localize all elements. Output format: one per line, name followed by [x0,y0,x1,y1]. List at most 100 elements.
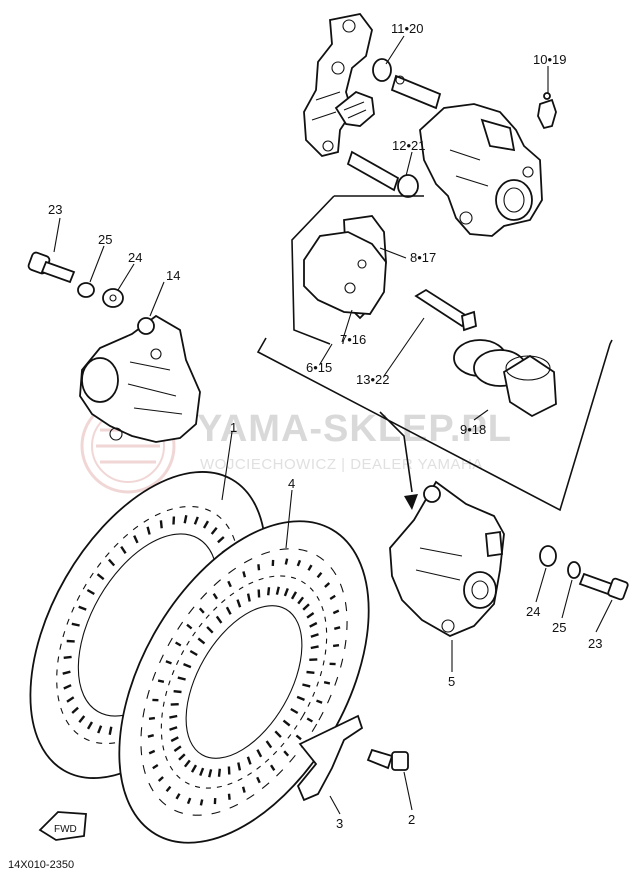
vent-slot [173,745,182,752]
guide-pin-upper [372,58,442,110]
watermark-subtitle: WOJCIECHOWICZ | DEALER YAMAHA [200,456,483,473]
vent-slot [199,799,204,806]
vent-slot [186,797,192,805]
vent-slot [133,535,139,544]
vent-slot [227,793,231,800]
label-5: 5 [448,674,455,689]
leader-lines [53,35,613,815]
right-washer-24 [539,545,557,567]
vent-slot [237,762,242,771]
vent-slot [225,606,232,615]
vent-slot [189,649,198,657]
brake-pad [303,231,387,315]
vent-slot [173,690,182,694]
vent-slot [267,587,271,596]
vent-slot [170,736,179,743]
vent-slot [169,726,178,731]
vent-slot [265,740,273,749]
pad-pin [414,288,477,332]
vent-slot [198,607,205,614]
vent-slot [152,763,159,770]
vent-slot [296,559,302,567]
vent-slot [148,749,156,755]
vent-slot [309,621,318,628]
vent-slot [159,520,163,529]
vent-slot [256,776,261,784]
vent-slot [148,716,156,720]
vent-slot [202,520,210,529]
vent-slot [246,756,252,765]
watermark-title: YAMA-SKLEP.PL [197,408,512,450]
label-3: 3 [336,816,343,831]
vent-slot [310,633,319,638]
left-caliper [79,314,201,443]
label-23-right: 23 [588,636,602,651]
vent-slot [169,714,178,719]
vent-slot [210,527,218,535]
vent-slot [186,623,193,630]
vent-slot [120,545,127,554]
vent-slot [323,681,331,685]
label-24-right: 24 [526,604,540,619]
vent-slot [290,707,299,715]
vent-slot [165,660,172,665]
vent-slot [241,786,246,793]
vent-slot [97,725,103,734]
vent-slot [246,593,251,602]
vent-slot [302,683,311,688]
reference-code: 14X010-2350 [8,859,74,871]
vent-slot [183,662,192,669]
disc-bolt [366,748,409,771]
vent-slot [215,615,223,624]
fwd-label: FWD [54,824,77,835]
vent-slot [284,558,289,565]
vent-slot [183,759,191,768]
guide-pin-lower [346,150,419,198]
vent-slot [332,609,340,615]
vent-slot [108,726,113,735]
brake-disc-right [118,520,370,844]
vent-slot [274,730,282,738]
label-14: 14 [166,268,180,283]
vent-slot [165,785,172,793]
vent-slot [333,626,341,630]
left-bolt [27,251,76,284]
left-washer-24 [102,288,124,308]
vent-slot [193,516,199,525]
vent-slot [183,515,188,524]
vent-slot [302,603,310,611]
vent-slot [306,612,315,619]
label-11-20: 11•20 [391,21,424,36]
right-washer-25 [567,561,581,579]
vent-slot [71,622,80,627]
watermark: YAMA-SKLEP.PL WOJCIECHOWICZ | DEALER YAM… [80,398,512,494]
vent-slot [178,753,186,761]
vent-slot [306,717,313,723]
vent-slot [208,769,213,778]
fwd-arrow: FWD [38,811,87,841]
vent-slot [175,793,181,800]
label-2: 2 [408,812,415,827]
vent-slot [290,591,298,600]
lower-caliper [389,480,505,638]
vent-slot [86,721,94,730]
label-7-16: 7•16 [340,332,366,347]
vent-slot [282,719,291,727]
label-9-18: 9•18 [460,422,486,437]
upper-caliper-body [419,103,543,237]
vent-slot [283,750,290,757]
vent-slot [199,767,205,777]
vent-slot [283,587,289,597]
vent-slot [157,776,164,782]
vent-slot [147,734,155,738]
vent-slot [316,699,323,704]
vent-slot [329,594,336,601]
right-bolt [578,572,629,601]
label-24-left: 24 [128,250,142,265]
vent-slot [63,684,72,690]
vent-slot [275,586,280,595]
vent-slot [96,573,105,581]
label-10-19: 10•19 [533,52,566,67]
label-1: 1 [230,420,237,435]
